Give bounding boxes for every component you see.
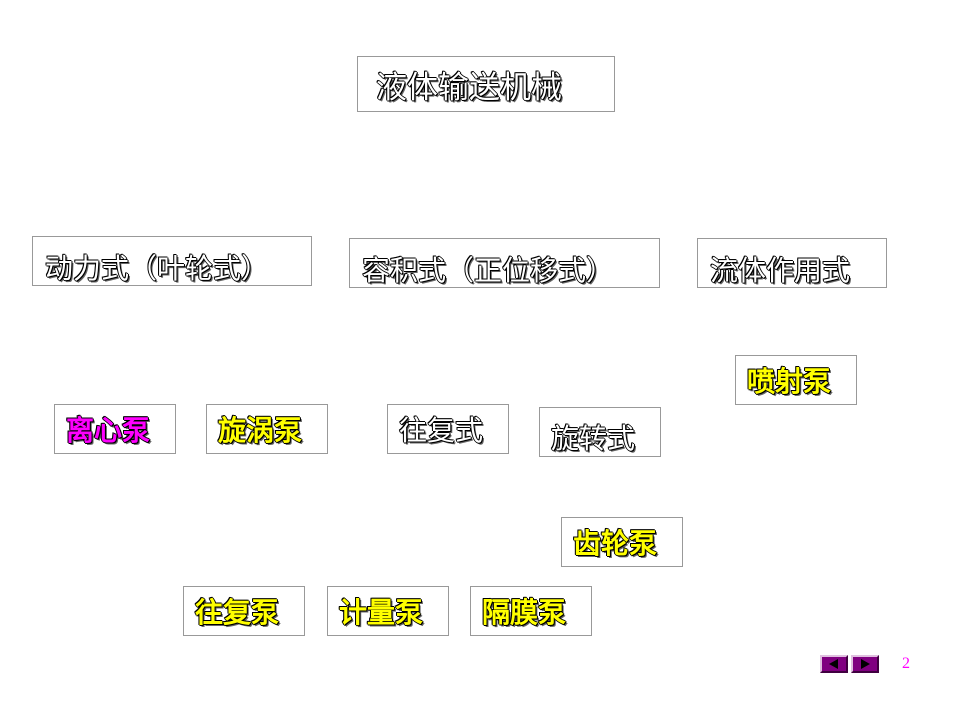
pump-vortex: 旋涡泵 — [206, 404, 328, 454]
pump-metering: 计量泵 — [327, 586, 449, 636]
previous-slide-button[interactable] — [820, 655, 848, 673]
pump-gear-label: 齿轮泵 — [573, 527, 658, 560]
category-positive-displacement: 容积式（正位移式） — [349, 238, 660, 288]
category-dynamic: 动力式（叶轮式） — [32, 236, 312, 286]
pump-jet-label: 喷射泵 — [747, 365, 832, 398]
pump-jet: 喷射泵 — [735, 355, 857, 405]
category-fluid-label: 流体作用式 — [710, 254, 851, 287]
type-rotary-label: 旋转式 — [551, 422, 636, 455]
pump-reciprocating: 往复泵 — [183, 586, 305, 636]
type-reciprocating-label: 往复式 — [399, 414, 484, 447]
pump-centrifugal-label: 离心泵 — [66, 414, 151, 447]
pump-diaphragm: 隔膜泵 — [470, 586, 592, 636]
diagram-title: 液体输送机械 — [357, 56, 615, 112]
type-rotary: 旋转式 — [539, 407, 661, 457]
diagram-title-text: 液体输送机械 — [376, 69, 562, 106]
triangle-left-icon — [829, 659, 838, 669]
pump-vortex-label: 旋涡泵 — [218, 414, 303, 447]
page-number: 2 — [902, 655, 910, 672]
type-reciprocating: 往复式 — [387, 404, 509, 454]
triangle-right-icon — [861, 659, 870, 669]
pump-diaphragm-label: 隔膜泵 — [482, 596, 567, 629]
pump-gear: 齿轮泵 — [561, 517, 683, 567]
category-dynamic-label: 动力式（叶轮式） — [45, 252, 270, 285]
pump-centrifugal: 离心泵 — [54, 404, 176, 454]
category-fluid-action: 流体作用式 — [697, 238, 887, 288]
category-positive-label: 容积式（正位移式） — [362, 254, 615, 287]
next-slide-button[interactable] — [851, 655, 879, 673]
pump-reciprocating-label: 往复泵 — [195, 596, 280, 629]
pump-metering-label: 计量泵 — [339, 596, 424, 629]
